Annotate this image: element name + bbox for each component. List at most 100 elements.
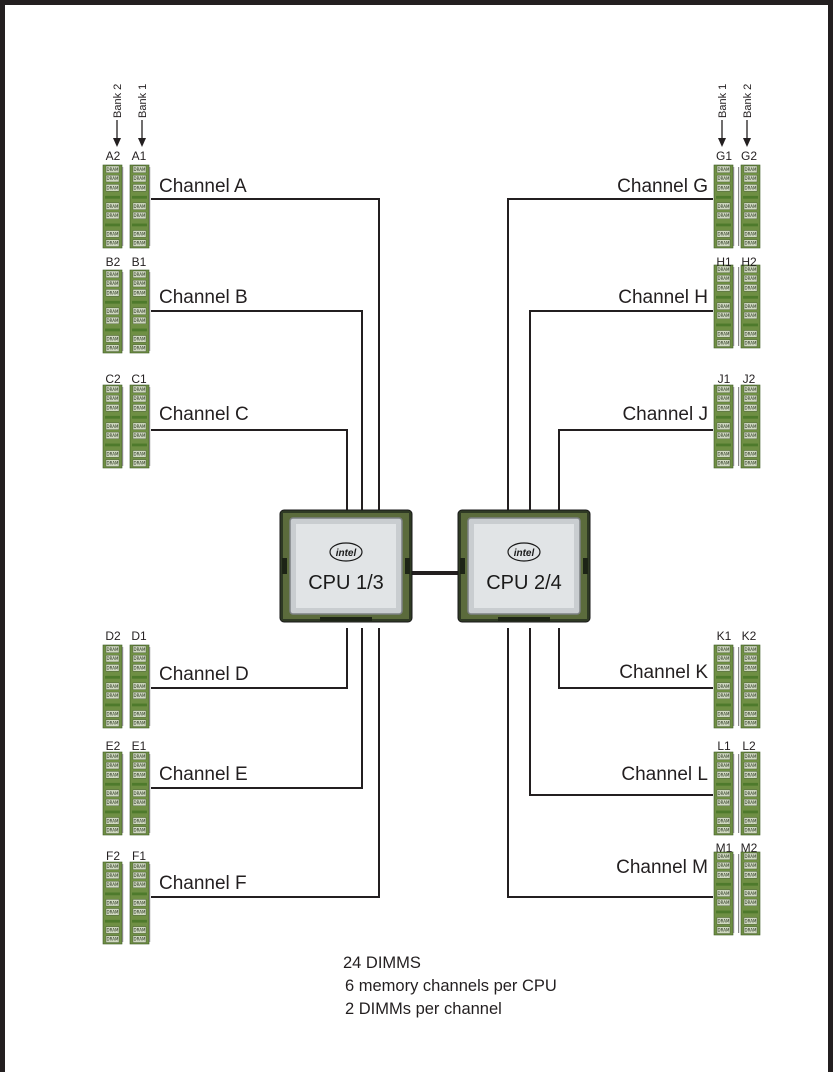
dram-chip-label: DRAM	[107, 647, 119, 652]
dram-chip-label: DRAM	[718, 241, 730, 246]
dram-chip-label: DRAM	[745, 900, 757, 905]
dram-chip-label: DRAM	[107, 290, 119, 295]
dram-chip-label: DRAM	[107, 272, 119, 277]
dram-chip-label: DRAM	[745, 763, 757, 768]
dram-chip-label: DRAM	[745, 396, 757, 401]
dram-chip-label: DRAM	[134, 909, 146, 914]
dram-chip-label: DRAM	[107, 424, 119, 429]
dram-chip-label: DRAM	[718, 711, 730, 716]
dram-chip-label: DRAM	[134, 772, 146, 777]
dram-chip-label: DRAM	[134, 451, 146, 456]
dram-chip-label: DRAM	[718, 928, 730, 933]
channel-wire	[507, 628, 713, 898]
channel-wire	[151, 429, 348, 520]
dram-chip-label: DRAM	[107, 309, 119, 314]
dram-chip-label: DRAM	[718, 828, 730, 833]
dram-chip-label: DRAM	[745, 167, 757, 172]
slot-label: C2	[105, 372, 121, 386]
dram-chip-label: DRAM	[745, 267, 757, 272]
dram-chip-label: DRAM	[745, 754, 757, 759]
dram-chip-label: DRAM	[134, 318, 146, 323]
dram-chip-label: DRAM	[107, 241, 119, 246]
dram-chip-label: DRAM	[107, 167, 119, 172]
note-dimm-count: 24 DIMMS	[343, 954, 421, 972]
dram-chip-label: DRAM	[134, 800, 146, 805]
dram-chip-label: DRAM	[107, 828, 119, 833]
dram-chip-label: DRAM	[745, 791, 757, 796]
slot-label: M2	[741, 841, 758, 855]
dram-chip-label: DRAM	[107, 318, 119, 323]
dram-chip-label: DRAM	[134, 396, 146, 401]
dram-chip-label: DRAM	[134, 204, 146, 209]
slot-label: L1	[717, 739, 731, 753]
slot-label: M1	[716, 841, 733, 855]
dram-chip-label: DRAM	[718, 231, 730, 236]
dram-chip-label: DRAM	[718, 721, 730, 726]
dram-chip-label: DRAM	[718, 285, 730, 290]
channel-label: Channel M	[616, 857, 708, 878]
dram-chip-label: DRAM	[134, 900, 146, 905]
dram-chip-label: DRAM	[107, 176, 119, 181]
dram-chip-label: DRAM	[107, 461, 119, 466]
dram-chip-label: DRAM	[107, 665, 119, 670]
dram-chip-label: DRAM	[107, 800, 119, 805]
intel-logo-text: intel	[336, 548, 357, 559]
dram-chip-label: DRAM	[718, 396, 730, 401]
dram-chip-label: DRAM	[718, 405, 730, 410]
dram-chip-label: DRAM	[745, 684, 757, 689]
dram-chip-label: DRAM	[745, 772, 757, 777]
dram-chip-label: DRAM	[718, 791, 730, 796]
note-channels-per-cpu: 6 memory channels per CPU	[345, 977, 557, 995]
dram-chip-label: DRAM	[718, 656, 730, 661]
slot-label: F2	[106, 849, 120, 863]
dram-chip-label: DRAM	[718, 647, 730, 652]
dram-chip-label: DRAM	[718, 461, 730, 466]
dram-chip-label: DRAM	[134, 937, 146, 942]
bank-2-label: Bank 2	[112, 84, 124, 118]
dram-chip-label: DRAM	[745, 433, 757, 438]
intel-logo-icon	[329, 542, 363, 562]
dram-chip-label: DRAM	[107, 451, 119, 456]
dram-chip-label: DRAM	[134, 433, 146, 438]
dram-chip-label: DRAM	[107, 405, 119, 410]
dram-chip-label: DRAM	[134, 167, 146, 172]
dram-chip-label: DRAM	[718, 341, 730, 346]
channel-label: Channel H	[618, 287, 708, 308]
slot-label: C1	[131, 372, 147, 386]
dram-chip-label: DRAM	[718, 433, 730, 438]
dram-chip-label: DRAM	[134, 424, 146, 429]
dram-chip-label: DRAM	[718, 754, 730, 759]
slot-label: B2	[106, 255, 121, 269]
dram-chip-label: DRAM	[107, 937, 119, 942]
channel-wire	[507, 198, 713, 520]
dram-chip-label: DRAM	[745, 918, 757, 923]
dram-chip-label: DRAM	[134, 461, 146, 466]
dram-chip-label: DRAM	[107, 864, 119, 869]
slot-label: D2	[105, 629, 121, 643]
slot-label: E1	[132, 739, 147, 753]
dram-chip-label: DRAM	[107, 387, 119, 392]
channel-label: Channel F	[159, 873, 247, 894]
channel-label: Channel L	[621, 764, 708, 785]
note-dimms-per-channel: 2 DIMMs per channel	[345, 1000, 502, 1018]
dram-chip-label: DRAM	[134, 241, 146, 246]
dram-chip-label: DRAM	[745, 656, 757, 661]
dram-chip-label: DRAM	[107, 882, 119, 887]
channel-wire	[529, 628, 713, 796]
channel-wire	[151, 198, 380, 520]
dram-chip-label: DRAM	[745, 863, 757, 868]
dram-chip-label: DRAM	[107, 684, 119, 689]
